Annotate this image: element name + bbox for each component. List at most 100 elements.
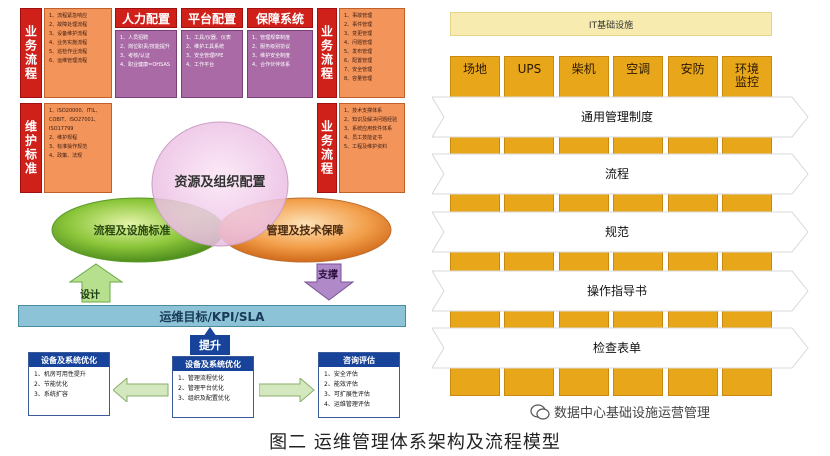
bottom-box-2-list: 1、管理流程优化 2、管理平台优化 3、组织及配置优化 [173, 371, 253, 407]
bottom-box-2-title: 设备及系统优化 [173, 357, 253, 371]
bottom-box-1-list: 1、机房可用性提升 2、节能优化 3、系统扩容 [29, 367, 109, 403]
process-item: 6、运维管理流程 [49, 58, 88, 64]
it-infrastructure-header: IT基础设施 [450, 12, 772, 36]
venn-top-label: 资源及组织配置 [174, 174, 266, 190]
maintenance-standard-label: 维护标准 [20, 103, 42, 193]
right-process-items-list: 1、事故管理 2、事件管理 3、变更管理 4、问题管理 5、发布管理 6、配置管理 7、安全… [344, 12, 400, 84]
band-shape-2 [432, 211, 809, 253]
right-process-item: 2、事件管理 [344, 22, 373, 28]
venn-left-label: 流程及设施标准 [93, 224, 171, 237]
bottom-box-2: 设备及系统优化 1、管理流程优化 2、管理平台优化 3、组织及配置优化 [172, 356, 254, 418]
bottom-box-3-title: 咨询评估 [319, 353, 399, 367]
bottom-box-1: 设备及系统优化 1、机房可用性提升 2、节能优化 3、系统扩容 [28, 352, 110, 416]
right-process-item: 4、问题管理 [344, 40, 373, 46]
standard-item: 2、维护规程 [49, 135, 78, 141]
watermark-text: 数据中心基础设施运营管理 [554, 406, 711, 421]
bottom-box-item: 3、系统扩容 [34, 391, 68, 398]
bottom-box-item: 2、能效评估 [324, 381, 358, 388]
platform-items-box: 1、工具/仪器、仪表 2、维护工具系统 3、安全管理PPE 4、工作平台 [181, 30, 243, 98]
design-arrow-icon [68, 263, 124, 303]
header-hr: 人力配置 [115, 8, 177, 28]
right-tech-item: 3、系统应用软件体系 [344, 126, 393, 132]
bottom-box-item: 1、机房可用性提升 [34, 371, 86, 378]
left-arrow-icon [113, 378, 169, 402]
business-process-right2-label: 业务流程 [317, 103, 337, 193]
standard-items-list: 1、ISO20000、ITIL、 COBIT、ISO27001、 ISO17799 2… [49, 107, 107, 161]
target-bar: 运维目标/KPI/SLA [18, 305, 406, 327]
wechat-icon [530, 403, 550, 420]
band-shape-4 [432, 327, 809, 369]
support-arrow-icon [303, 263, 355, 301]
right-process-item: 1、事故管理 [344, 13, 373, 19]
header-platform: 平台配置 [181, 8, 243, 28]
right-tech-item: 5、工程及维护资料 [344, 144, 388, 150]
process-item: 4、业务实施流程 [49, 40, 88, 46]
right-process-item: 7、安全管理 [344, 67, 373, 73]
band-shape-1 [432, 153, 809, 195]
right-process-items-box: 1、事故管理 2、事件管理 3、变更管理 4、问题管理 5、发布管理 6、配置管理 7、安全… [339, 8, 405, 98]
bottom-box-item: 4、运维管理评估 [324, 401, 370, 408]
band-label-1: 流程 [604, 167, 629, 181]
band-shape-0 [432, 96, 809, 138]
right-process-item: 3、变更管理 [344, 31, 373, 37]
process-item: 3、设备维护流程 [49, 31, 88, 37]
support-item: 1、管理规章制度 [252, 35, 291, 41]
standard-item: 4、政策、法规 [49, 153, 83, 159]
platform-item: 2、维护工具系统 [186, 44, 225, 50]
bottom-box-3: 咨询评估 1、安全评估 2、能效评估 3、可扩展性评估 4、运维管理评估 [318, 352, 400, 418]
band-label-2: 规范 [604, 225, 629, 239]
support-label: 支撑 [318, 270, 338, 281]
header-support: 保障系统 [247, 8, 313, 28]
platform-item: 1、工具/仪器、仪表 [186, 35, 231, 41]
design-label: 设计 [80, 290, 100, 301]
improve-label: 提升 [190, 335, 230, 355]
bottom-box-item: 1、安全评估 [324, 371, 358, 378]
platform-item: 3、安全管理PPE [186, 53, 224, 59]
platform-item: 4、工作平台 [186, 62, 215, 68]
hr-item: 1、人员招聘 [120, 35, 149, 41]
support-item: 4、合作伙伴体系 [252, 62, 291, 68]
bottom-box-item: 2、节能优化 [34, 381, 68, 388]
band-label-4: 检查表单 [592, 341, 641, 355]
right-tech-item: 1、技术支撑体系 [344, 108, 383, 114]
band-shape-3 [432, 270, 809, 312]
standard-item: 1、ISO20000、ITIL、 [49, 108, 101, 114]
hr-item: 2、岗位职责/技能提升 [120, 44, 170, 50]
bottom-box-item: 1、管理流程优化 [178, 375, 224, 382]
process-item: 2、故障处理流程 [49, 22, 88, 28]
venn-diagram [51, 121, 392, 263]
business-process-label: 业务流程 [20, 8, 42, 98]
right-arrow-icon [259, 378, 315, 402]
right-process-item: 5、发布管理 [344, 49, 373, 55]
business-process-right-label: 业务流程 [317, 8, 337, 98]
platform-items-list: 1、工具/仪器、仪表 2、维护工具系统 3、安全管理PPE 4、工作平台 [186, 34, 238, 70]
watermark: 数据中心基础设施运营管理 [530, 402, 710, 421]
venn-top-ellipse [151, 121, 289, 247]
standard-item: COBIT、ISO27001、 [49, 117, 99, 123]
bottom-box-3-list: 1、安全评估 2、能效评估 3、可扩展性评估 4、运维管理评估 [319, 367, 399, 413]
right-process-item: 8、容量管理 [344, 76, 373, 82]
standard-item: ISO17799 [49, 126, 74, 132]
figure-caption: 图二 运维管理体系架构及流程模型 [269, 432, 561, 453]
right-process-item: 6、配置管理 [344, 58, 373, 64]
hr-item: 3、考核/认证 [120, 53, 150, 59]
bottom-box-item: 2、管理平台优化 [178, 385, 224, 392]
bottom-box-1-title: 设备及系统优化 [29, 353, 109, 367]
bottom-box-item: 3、组织及配置优化 [178, 395, 230, 402]
bottom-box-item: 3、可扩展性评估 [324, 391, 370, 398]
right-tech-item: 4、员工技能证书 [344, 135, 383, 141]
up-arrow-icon [203, 327, 217, 337]
band-label-0: 通用管理制度 [580, 110, 653, 124]
venn-right-label: 管理及技术保障 [266, 224, 344, 237]
standard-item: 3、标准操作规范 [49, 144, 88, 150]
standard-items-box: 1、ISO20000、ITIL、 COBIT、ISO27001、 ISO17799 2… [44, 103, 112, 193]
support-item: 2、服务级别协议 [252, 44, 291, 50]
